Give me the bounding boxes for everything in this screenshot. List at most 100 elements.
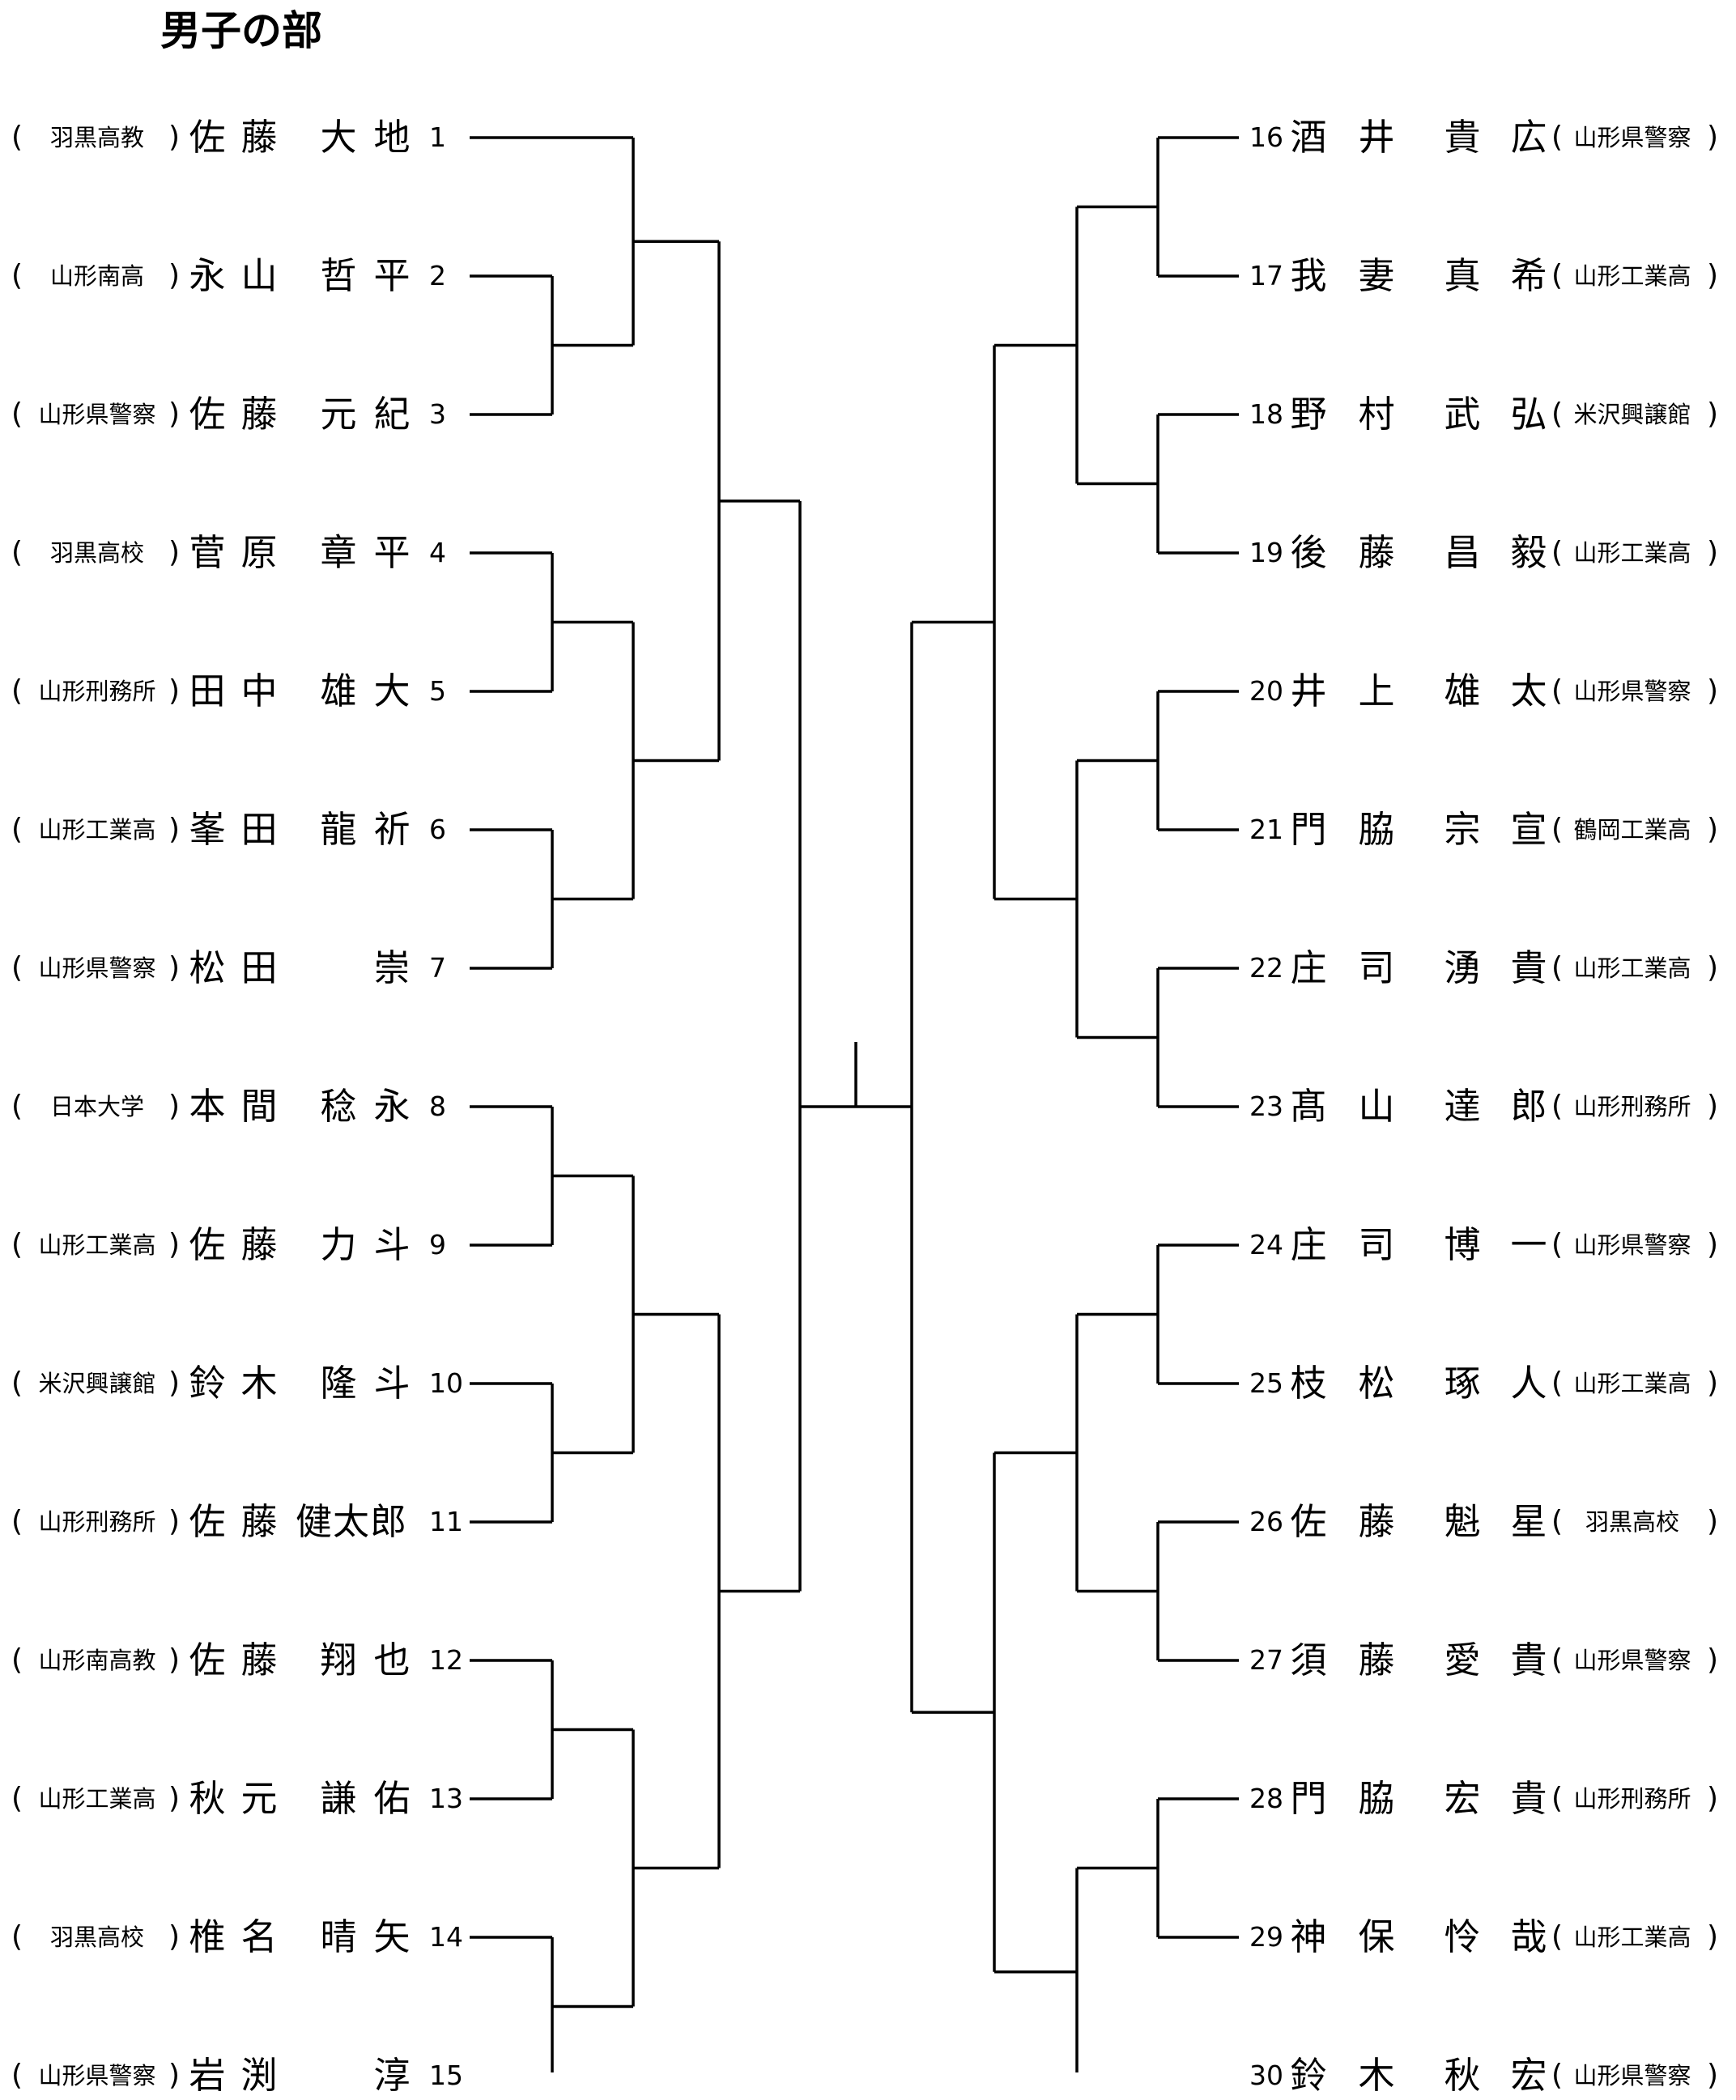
affiliation: 日本大学 xyxy=(49,1093,144,1120)
affiliation: 山形県警察 xyxy=(1573,1647,1691,1674)
affiliation-close-paren: ) xyxy=(1707,674,1719,708)
surname-char: 原 xyxy=(240,531,278,574)
surname-char: 松 xyxy=(189,946,226,989)
affiliation-open-paren: ( xyxy=(1551,397,1564,431)
surname-char: 藤 xyxy=(1358,1639,1395,1681)
affiliation-close-paren: ) xyxy=(1707,1228,1719,1261)
affiliation-close-paren: ) xyxy=(168,951,181,984)
affiliation-open-paren: ( xyxy=(11,121,23,154)
surname-char: 村 xyxy=(1358,393,1395,436)
given-name-char: 晴 xyxy=(320,1915,357,1958)
surname-char: 秋 xyxy=(189,1777,226,1820)
affiliation-open-paren: ( xyxy=(1551,813,1564,846)
seed-number: 22 xyxy=(1249,952,1283,984)
affiliation-open-paren: ( xyxy=(11,259,23,292)
affiliation-close-paren: ) xyxy=(168,259,181,292)
given-name-char: 龍 xyxy=(320,808,357,851)
given-name-char: 雄 xyxy=(320,670,357,712)
seed-number: 7 xyxy=(429,952,446,984)
affiliation-open-paren: ( xyxy=(1551,1920,1564,1953)
surname-char: 井 xyxy=(1290,670,1327,712)
seed-number: 5 xyxy=(429,675,446,707)
affiliation: 山形県警察 xyxy=(1573,678,1691,705)
surname-char: 木 xyxy=(240,1362,278,1405)
surname-char: 庄 xyxy=(1290,1223,1327,1266)
surname-char: 佐 xyxy=(189,1639,226,1681)
surname-char: 松 xyxy=(1358,1362,1395,1405)
affiliation-open-paren: ( xyxy=(1551,1505,1564,1538)
surname-char: 永 xyxy=(189,254,226,297)
affiliation: 米沢興譲館 xyxy=(1573,401,1691,428)
surname-char: 酒 xyxy=(1290,116,1327,159)
surname-char: 神 xyxy=(1290,1915,1327,1958)
given-name-char: 永 xyxy=(373,1085,411,1128)
seed-number: 1 xyxy=(429,121,446,153)
affiliation: 山形工業高 xyxy=(38,1231,156,1259)
seed-number: 13 xyxy=(429,1783,463,1814)
seed-number: 12 xyxy=(429,1644,463,1676)
given-name-char: 稔 xyxy=(320,1085,357,1128)
affiliation-close-paren: ) xyxy=(168,397,181,431)
given-name-char: 武 xyxy=(1444,393,1481,436)
given-name-char: 大 xyxy=(320,116,357,159)
affiliation: 山形工業高 xyxy=(1573,954,1691,982)
given-name-char: 宣 xyxy=(1510,808,1547,851)
seed-number: 20 xyxy=(1249,675,1283,707)
surname-char: 本 xyxy=(189,1085,226,1128)
affiliation-close-paren: ) xyxy=(1707,1367,1719,1400)
affiliation-open-paren: ( xyxy=(11,674,23,708)
surname-char: 佐 xyxy=(189,1500,226,1543)
affiliation: 山形工業高 xyxy=(1573,1924,1691,1951)
surname-char: 庄 xyxy=(1290,946,1327,989)
surname-char: 田 xyxy=(189,670,226,712)
given-name-char: 毅 xyxy=(1510,531,1547,574)
given-name-char: 佑 xyxy=(373,1777,411,1820)
surname-char: 門 xyxy=(1290,808,1327,851)
given-name-char: 大 xyxy=(373,670,411,712)
surname-char: 須 xyxy=(1290,1639,1327,1681)
affiliation-close-paren: ) xyxy=(1707,121,1719,154)
given-name-char: 弘 xyxy=(1510,393,1547,436)
seed-number: 28 xyxy=(1249,1783,1283,1814)
given-name-char: 広 xyxy=(1510,116,1547,159)
given-name-char: 貴 xyxy=(1510,946,1547,989)
given-name-char: 達 xyxy=(1444,1085,1481,1128)
given-name-char: 一 xyxy=(1510,1223,1547,1266)
affiliation-open-paren: ( xyxy=(11,397,23,431)
surname-char: 菅 xyxy=(189,531,226,574)
surname-char: 椎 xyxy=(189,1915,226,1958)
affiliation: 米沢興譲館 xyxy=(38,1370,156,1397)
affiliation-open-paren: ( xyxy=(11,1228,23,1261)
affiliation-close-paren: ) xyxy=(1707,1643,1719,1677)
affiliation: 鶴岡工業高 xyxy=(1573,816,1691,844)
affiliation-open-paren: ( xyxy=(1551,259,1564,292)
surname-char: 田 xyxy=(240,808,278,851)
affiliation-open-paren: ( xyxy=(1551,121,1564,154)
affiliation: 山形刑務所 xyxy=(1573,1093,1691,1120)
surname-char: 枝 xyxy=(1290,1362,1327,1405)
given-name-char: 星 xyxy=(1510,1500,1547,1543)
given-name-char: 平 xyxy=(373,254,411,297)
seed-number: 3 xyxy=(429,398,446,430)
surname-char: 藤 xyxy=(240,1639,278,1681)
given-name-char: 斗 xyxy=(373,1362,411,1405)
given-name-char: 章 xyxy=(320,531,357,574)
affiliation: 山形県警察 xyxy=(1573,1231,1691,1259)
surname-char: 上 xyxy=(1358,670,1395,712)
surname-char: 藤 xyxy=(1358,531,1395,574)
affiliation-open-paren: ( xyxy=(1551,1090,1564,1123)
seed-number: 9 xyxy=(429,1229,446,1260)
bracket-title: 男子の部 xyxy=(160,7,322,54)
